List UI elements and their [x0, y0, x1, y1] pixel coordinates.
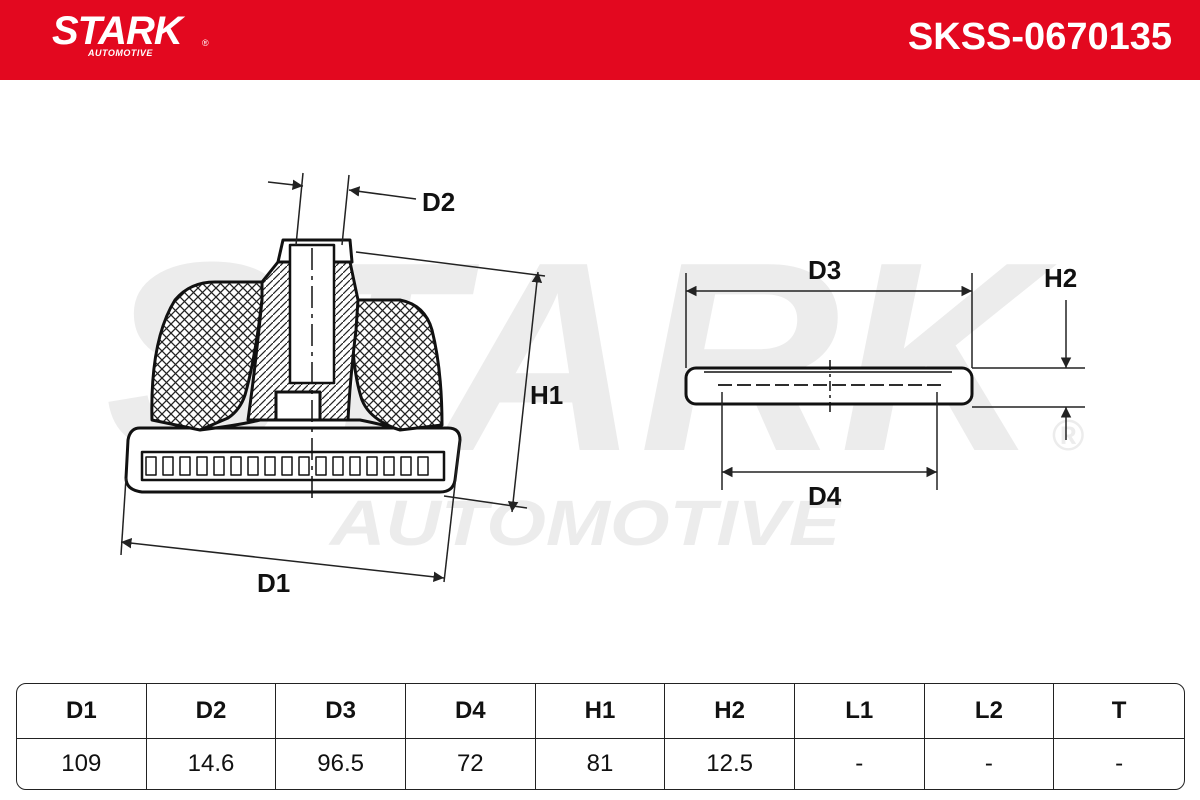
- value-d1: 109: [17, 739, 147, 789]
- header-l1: L1: [794, 684, 925, 739]
- value-h2: 12.5: [665, 739, 795, 789]
- watermark-sub: AUTOMOTIVE: [328, 487, 843, 559]
- value-d2: 14.6: [147, 739, 277, 789]
- washer-drawing: [684, 360, 974, 412]
- brand-subtitle: AUTOMOTIVE: [88, 48, 153, 58]
- header-h2: H2: [665, 684, 795, 739]
- brand-name: STARK: [52, 9, 183, 53]
- dim-h2: [972, 300, 1085, 440]
- table-value-row: 109 14.6 96.5 72 81 12.5 - - -: [17, 739, 1184, 789]
- header-d1: D1: [17, 684, 147, 739]
- label-d4: D4: [808, 481, 842, 511]
- brand-registered-mark: ®: [202, 38, 209, 48]
- washer-body: [684, 366, 974, 406]
- header-t: T: [1054, 684, 1184, 739]
- dim-d3: [685, 273, 973, 368]
- header-d4: D4: [405, 684, 536, 739]
- dim-d4: [721, 392, 938, 490]
- value-d3: 96.5: [276, 739, 406, 789]
- header-h1: H1: [535, 684, 666, 739]
- lower-collar: [199, 418, 401, 432]
- header-d2: D2: [146, 684, 277, 739]
- technical-drawing: STARK AUTOMOTIVE ®: [105, 172, 1085, 598]
- value-h1: 81: [536, 739, 666, 789]
- header-d3: D3: [276, 684, 406, 739]
- strut-mount-drawing: [124, 238, 462, 500]
- value-l2: -: [925, 739, 1055, 789]
- brand-logo: STARK ® AUTOMOTIVE: [52, 9, 209, 58]
- value-l1: -: [795, 739, 925, 789]
- label-d2: D2: [422, 187, 455, 217]
- dim-h1: [355, 251, 546, 513]
- label-d1: D1: [257, 568, 290, 598]
- header-l2: L2: [924, 684, 1055, 739]
- label-d3: D3: [808, 255, 841, 285]
- bearing-balls: [145, 456, 429, 476]
- watermark-registered: ®: [1052, 411, 1084, 460]
- header-bar: STARK ® AUTOMOTIVE SKSS-0670135: [0, 0, 1200, 80]
- rubber-body-right: [350, 298, 444, 432]
- dim-d2: [267, 172, 417, 246]
- dim-d1: [120, 439, 461, 583]
- part-number: SKSS-0670135: [907, 16, 1172, 58]
- value-d4: 72: [406, 739, 536, 789]
- value-t: -: [1115, 750, 1124, 777]
- table-header-row: D1 D2 D3 D4 H1 H2 L1 L2 T: [17, 684, 1184, 739]
- dimensions-table: D1 D2 D3 D4 H1 H2 L1 L2 T 109 14.6 96.5 …: [16, 683, 1185, 790]
- label-h1: H1: [530, 380, 563, 410]
- label-h2: H2: [1044, 263, 1077, 293]
